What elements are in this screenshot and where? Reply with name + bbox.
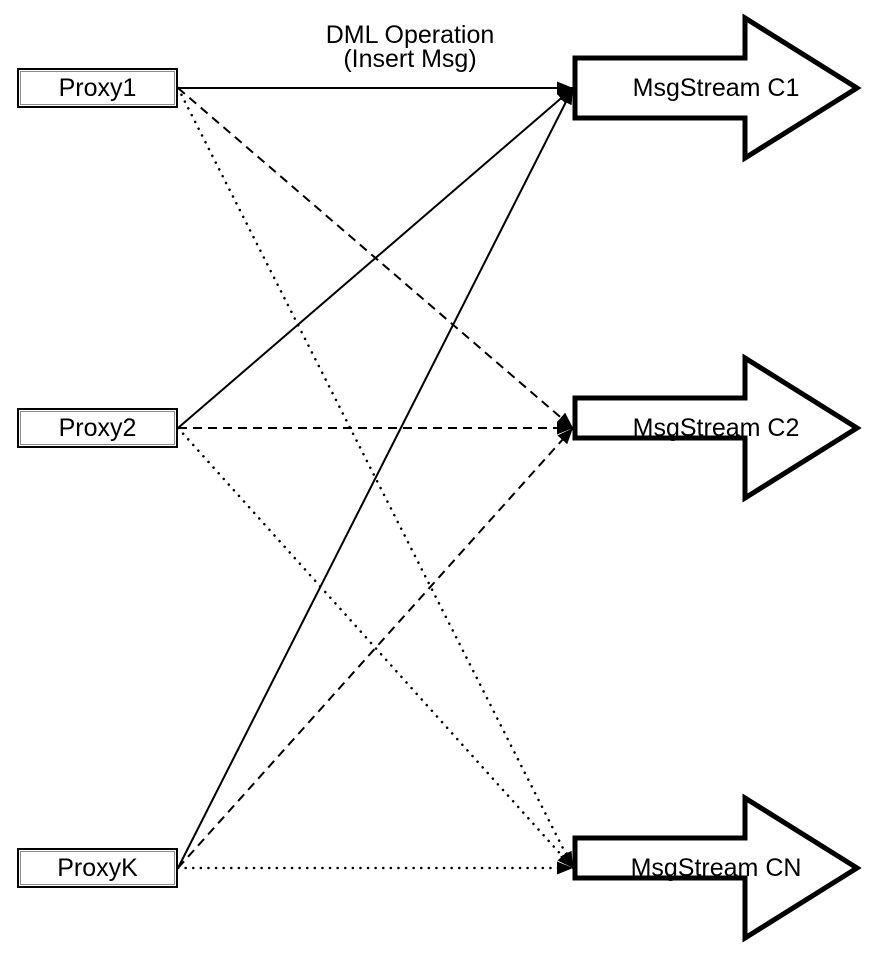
- edge-proxy1-to-cn: [176, 86, 575, 870]
- edge-lines: [176, 81, 575, 875]
- proxy2-label: Proxy2: [58, 413, 137, 442]
- proxy1-box: Proxy1: [17, 68, 178, 108]
- edge-proxyk-to-c2: [177, 427, 574, 869]
- proxyk-label: ProxyK: [57, 853, 138, 882]
- edge-proxyk-to-c1: [177, 87, 574, 869]
- diagram-title-line2: (Insert Msg): [343, 45, 477, 73]
- msgstream-cn-label: MsgStream CN: [630, 854, 802, 882]
- proxy1-label: Proxy1: [58, 73, 137, 102]
- proxy2-box: Proxy2: [17, 408, 178, 448]
- msgstream-c1-label: MsgStream C1: [632, 74, 800, 102]
- msgstream-c2-arrow-shape: [572, 353, 862, 503]
- edge-proxy2-to-cn: [176, 426, 575, 870]
- msgstream-c1-arrow-shape: [572, 13, 862, 163]
- msgstream-c2-label: MsgStream C2: [632, 414, 800, 442]
- msgstream-cn-arrow-shape: [572, 793, 862, 943]
- edge-proxy2-to-c1: [177, 87, 574, 429]
- diagram-title-line1: DML Operation: [325, 21, 495, 49]
- diagram-title: DML Operation (Insert Msg): [280, 21, 540, 73]
- proxyk-box: ProxyK: [17, 848, 178, 888]
